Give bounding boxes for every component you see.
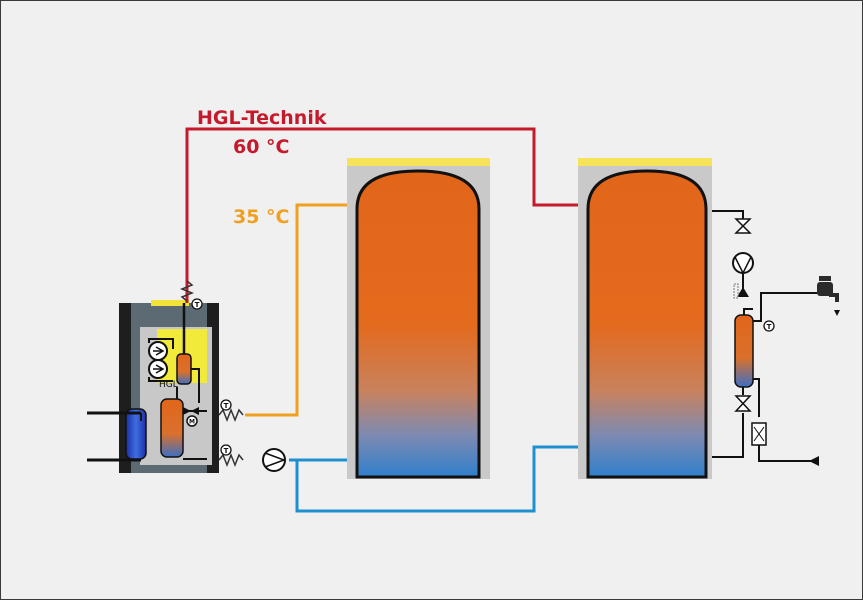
fresh-water-station: T <box>712 210 840 466</box>
hgl-heat-exchanger <box>176 353 192 385</box>
plate-heat-exchanger <box>734 314 754 388</box>
warm-temperature-label: 35 °C <box>233 206 290 228</box>
water-tap-icon <box>817 276 840 316</box>
shutoff-valve-icon <box>734 395 752 412</box>
motor-valve-symbol: M <box>189 419 195 426</box>
cold-return-line <box>289 445 589 513</box>
evaporator <box>125 408 147 460</box>
motor-valve-icon <box>186 415 198 427</box>
flex-connector <box>218 452 244 468</box>
tank-lid <box>347 158 490 166</box>
hot-water-line <box>185 127 589 303</box>
svg-text:T: T <box>195 301 200 309</box>
svg-text:T: T <box>224 447 229 455</box>
warm-water-line <box>245 203 357 417</box>
hot-water-tank-right <box>578 158 712 479</box>
cold-water-inlet-arrow <box>809 456 819 466</box>
shutoff-valve-icon <box>734 218 752 234</box>
circulation-pump-icon <box>732 252 754 275</box>
flex-connector <box>218 407 244 423</box>
hgl-unit-label: HGL <box>159 380 178 390</box>
temperature-sensor-icon: T <box>191 298 203 310</box>
temperature-sensor-icon: T <box>220 444 232 456</box>
heat-pump-unit: M HGL <box>87 300 219 473</box>
svg-text:T: T <box>224 402 229 410</box>
circulation-pump-icon <box>262 448 287 472</box>
temperature-sensor-icon: T <box>220 399 232 411</box>
hgl-technik-label: HGL-Technik <box>197 107 327 129</box>
condenser <box>160 398 184 458</box>
flex-connector <box>179 280 195 302</box>
check-valve-icon <box>737 287 749 297</box>
svg-text:T: T <box>767 323 772 331</box>
temperature-sensor-icon: T <box>763 320 775 332</box>
buffer-tank-left <box>347 158 490 479</box>
hot-temperature-label: 60 °C <box>233 136 290 158</box>
tank-lid <box>578 158 712 166</box>
